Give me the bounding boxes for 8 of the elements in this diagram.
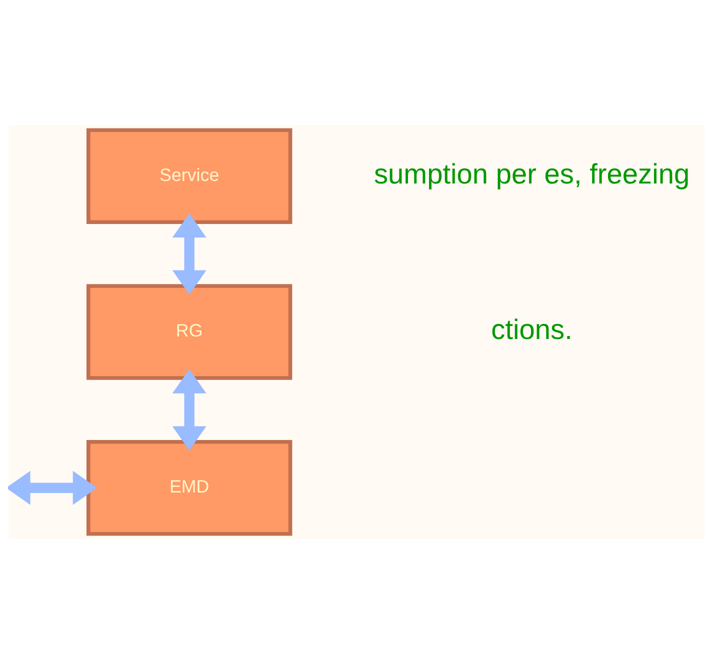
node-box: RG bbox=[86, 284, 292, 380]
arrow bbox=[8, 470, 98, 505]
arrow bbox=[172, 369, 206, 450]
node-box: EMD bbox=[86, 440, 292, 536]
label: ctions. bbox=[491, 314, 572, 346]
label: sumption per es, freezing bbox=[374, 158, 690, 190]
node-box: Service bbox=[86, 128, 292, 224]
arrow bbox=[172, 213, 206, 295]
